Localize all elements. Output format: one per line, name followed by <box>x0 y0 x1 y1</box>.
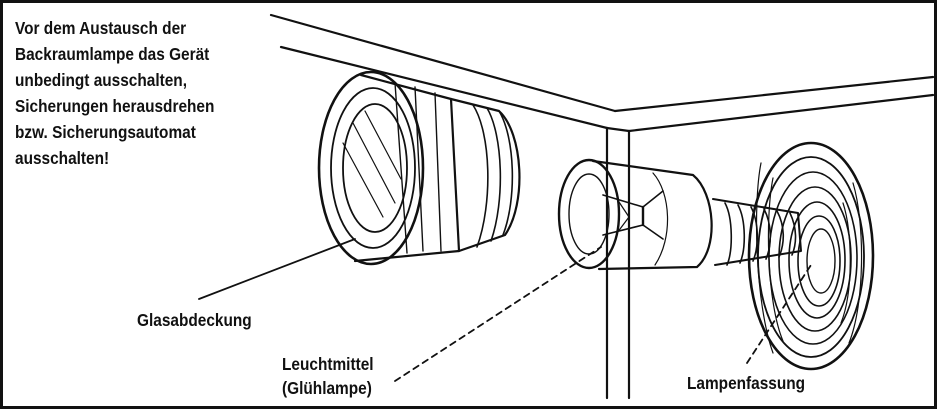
warning-line: Vor dem Austausch der <box>15 18 187 38</box>
lamp-replacement-illustration <box>198 13 935 400</box>
bulb-drawing <box>557 158 802 271</box>
glass-cover-leader-line <box>198 238 356 300</box>
socket-label: Lampenfassung <box>687 373 806 393</box>
bulb-label-line2: (Glühlampe) <box>282 378 372 398</box>
socket-leader-line <box>746 264 812 364</box>
bulb-leader-line <box>394 246 602 382</box>
leader-lines <box>198 238 812 382</box>
oven-cavity-lines <box>269 13 935 400</box>
bulb-label-line1: Leuchtmittel <box>282 354 374 374</box>
glass-cover-drawing <box>317 70 521 266</box>
warning-line: Backraumlampe das Gerät <box>15 44 210 64</box>
warning-line: Sicherungen herausdrehen <box>15 96 215 116</box>
glass-cover-label: Glasabdeckung <box>137 310 252 330</box>
warning-line: unbedingt ausschalten, <box>15 70 187 90</box>
safety-warning-text: Vor dem Austausch der Backraumlampe das … <box>15 15 279 171</box>
warning-line: ausschalten! <box>15 148 110 168</box>
warning-line: bzw. Sicherungsautomat <box>15 122 196 142</box>
